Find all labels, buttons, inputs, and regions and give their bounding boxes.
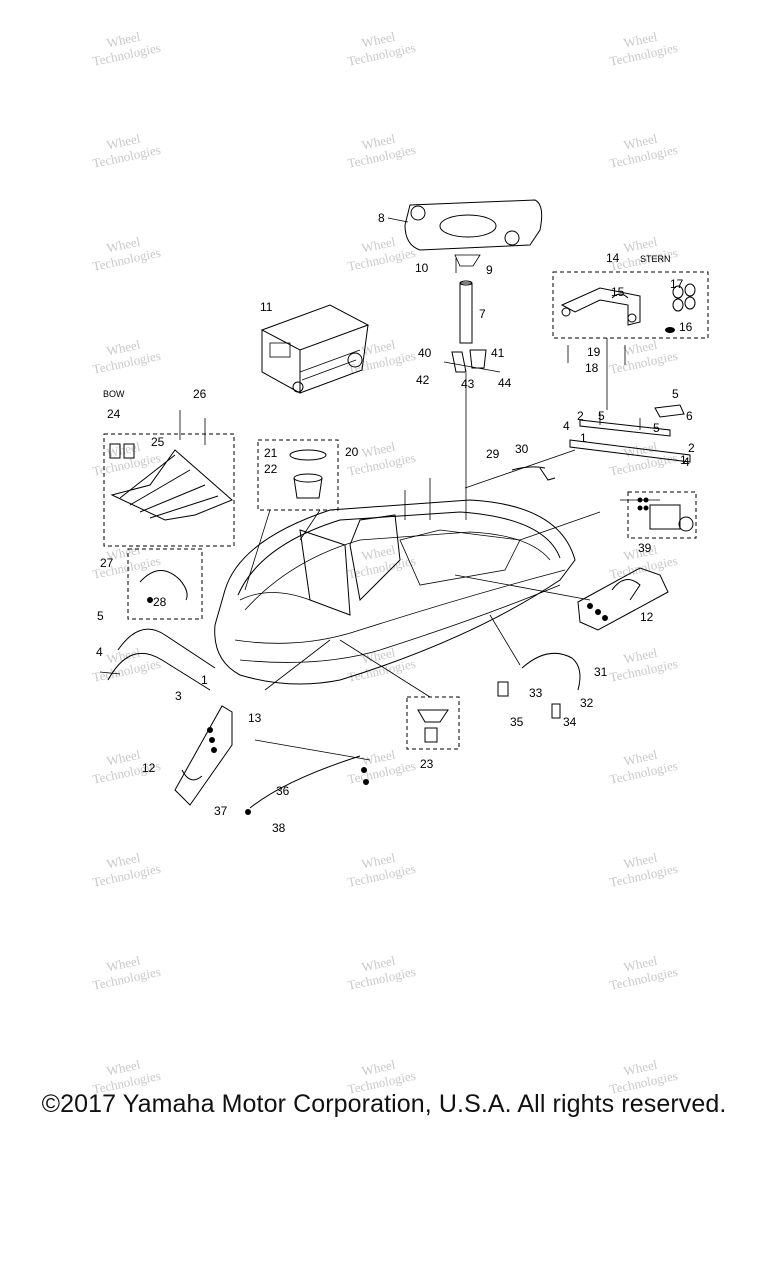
- callout-number: 7: [479, 307, 486, 321]
- callout-number: 17: [670, 277, 684, 291]
- callout-number: 22: [264, 462, 278, 476]
- callout-number: 19: [587, 345, 601, 359]
- callout-number: 44: [498, 376, 512, 390]
- tie-down-part: [406, 696, 460, 750]
- callout-number: 5: [598, 409, 605, 423]
- callout-number: 1: [201, 673, 208, 687]
- callout-number: 24: [107, 407, 121, 421]
- callout-numbers: 1112234445555678910111212131415161718192…: [96, 211, 695, 835]
- leader-lines: [244, 449, 660, 761]
- callout-number: 3: [175, 689, 182, 703]
- callout-number: 10: [415, 261, 429, 275]
- callout-number: 15: [611, 285, 625, 299]
- callout-number: 16: [679, 320, 693, 334]
- callout-number: 2: [688, 441, 695, 455]
- callout-number: 4: [96, 645, 103, 659]
- cleat-group-right: [577, 567, 669, 631]
- callout-number: 28: [153, 595, 167, 609]
- callout-number: 5: [672, 387, 679, 401]
- bow-ladder-group: [103, 410, 235, 547]
- callout-number: 35: [510, 715, 524, 729]
- hose-part: [511, 466, 556, 481]
- cooler-part: [260, 304, 370, 394]
- callout-number: 36: [276, 784, 290, 798]
- callout-number: 43: [461, 377, 475, 391]
- callout-number: 5: [653, 421, 660, 435]
- drain-hose-part: [497, 652, 581, 719]
- callout-number: 5: [97, 609, 104, 623]
- seat-pedestal-part: [443, 280, 501, 520]
- callout-number: 8: [378, 211, 385, 225]
- callout-number: 30: [515, 442, 529, 456]
- callout-number: 12: [142, 761, 156, 775]
- stern-label: STERN: [640, 254, 671, 264]
- callout-number: 1: [680, 453, 687, 467]
- cleat-group-left: [174, 705, 233, 806]
- callout-number: 2: [577, 409, 584, 423]
- callout-number: 20: [345, 445, 359, 459]
- callout-number: 31: [594, 665, 608, 679]
- callout-number: 4: [563, 419, 570, 433]
- callout-number: 14: [606, 251, 620, 265]
- callout-number: 25: [151, 435, 165, 449]
- strap-group: [127, 548, 203, 620]
- callout-number: 26: [193, 387, 207, 401]
- callout-number: 6: [686, 409, 693, 423]
- callout-number: 41: [491, 346, 505, 360]
- grab-rail-part: [245, 755, 369, 815]
- bow-label: BOW: [103, 389, 125, 399]
- callout-number: 40: [418, 346, 432, 360]
- ski-tow-part: [627, 491, 697, 539]
- callout-number: 18: [585, 361, 599, 375]
- callout-number: 38: [272, 821, 286, 835]
- callout-number: 32: [580, 696, 594, 710]
- callout-number: 27: [100, 556, 114, 570]
- seat-cushion-part: [387, 199, 543, 273]
- stern-kit-group: [552, 271, 709, 410]
- callout-number: 37: [214, 804, 228, 818]
- cup-holder-group: [257, 439, 339, 511]
- callout-number: 21: [264, 446, 278, 460]
- rail-part: [569, 404, 691, 463]
- callout-number: 9: [486, 263, 493, 277]
- callout-number: 1: [580, 431, 587, 445]
- callout-number: 11: [260, 300, 273, 314]
- boat-hull: [214, 478, 576, 685]
- callout-number: 23: [420, 757, 434, 771]
- callout-number: 12: [640, 610, 654, 624]
- callout-number: 42: [416, 373, 430, 387]
- callout-number: 29: [486, 447, 500, 461]
- copyright-notice: ©2017 Yamaha Motor Corporation, U.S.A. A…: [41, 1090, 727, 1118]
- bow-rail-part: [99, 628, 216, 691]
- callout-number: 33: [529, 686, 543, 700]
- callout-number: 34: [563, 715, 577, 729]
- callout-number: 4: [683, 455, 690, 469]
- callout-number: 39: [638, 541, 652, 555]
- callout-number: 13: [248, 711, 262, 725]
